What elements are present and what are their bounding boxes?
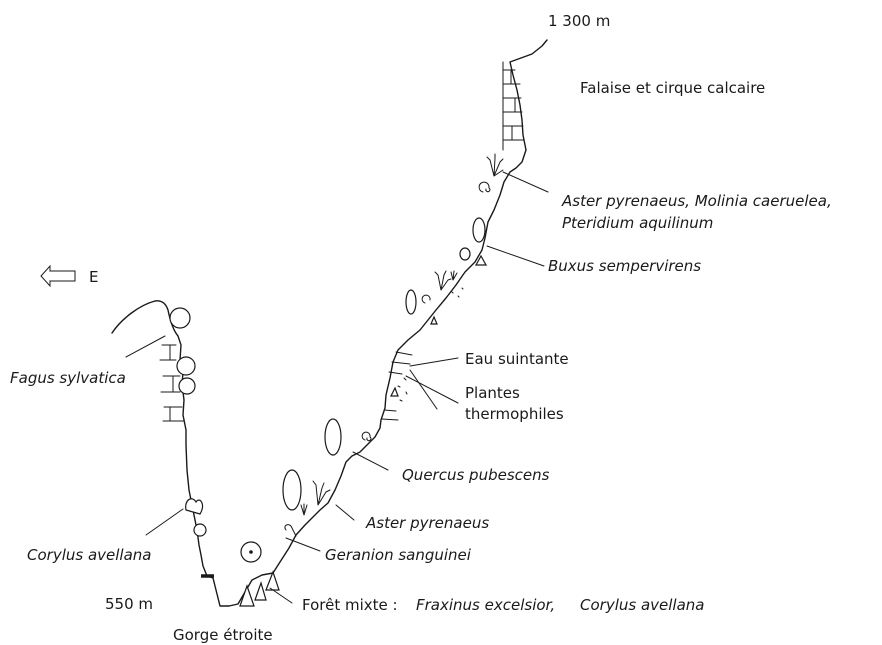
foret-prefix: Forêt mixte : <box>302 596 398 614</box>
altitude-top-label: 1 300 m <box>548 12 610 30</box>
fraxinus-label: Fraxinus excelsior, <box>416 596 555 614</box>
gorge-tree-triangle-3 <box>265 570 280 591</box>
eau-suintante-label: Eau suintante <box>465 350 569 368</box>
mid-ledge-strata <box>381 351 413 421</box>
fagus-tree-3 <box>178 377 196 395</box>
left-cliff-strata <box>159 344 185 422</box>
fagus-tree-1 <box>169 307 191 329</box>
corylus-bush-left <box>193 523 207 537</box>
aster-molinia-label-line1: Aster pyrenaeus, Molinia caeruelea, <box>561 192 832 210</box>
rock-triangle-mid <box>390 386 399 397</box>
buxus-plant-1 <box>421 294 431 304</box>
upper-shrub <box>472 217 486 243</box>
corylus-left-label: Corylus avellana <box>27 546 151 564</box>
aster-label: Aster pyrenaeus <box>365 514 489 532</box>
gorge-tree-triangle-1 <box>239 584 255 607</box>
gorge-tree-triangle-2 <box>254 581 267 601</box>
cliff-label: Falaise et cirque calcaire <box>580 79 765 97</box>
altitude-bottom-label: 550 m <box>105 595 153 613</box>
pteridium-spiral <box>478 181 491 193</box>
geranion-plant <box>284 524 297 537</box>
quercus-tree <box>324 418 342 456</box>
aster-molinia-label-line2: Pteridium aquilinum <box>562 214 713 232</box>
foret-mixte-label: Forêt mixte : <box>302 596 398 614</box>
east-direction-indicator: E <box>40 264 98 288</box>
buxus-shrub-1 <box>405 289 417 315</box>
aster-plant-upper <box>486 153 504 177</box>
corylus-shrub-left <box>185 498 204 515</box>
rock-triangle-upper <box>430 315 438 325</box>
vegetation-symbols <box>169 153 504 607</box>
geranion-label: Geranion sanguinei <box>325 546 472 564</box>
fagus-tree-2 <box>176 356 196 376</box>
grass-tuft-buxus <box>450 270 458 281</box>
quercus-label: Quercus pubescens <box>402 466 550 484</box>
right-cliff-strata <box>502 61 525 151</box>
grass-tuft-lower <box>300 503 308 516</box>
aster-plant-lower <box>312 480 331 506</box>
direction-label: E <box>89 268 98 286</box>
left-arrow-icon <box>40 264 76 288</box>
plantes-label-line2: thermophiles <box>465 405 564 423</box>
buxus-dots <box>451 287 464 298</box>
buxus-plant-2 <box>434 270 452 291</box>
plantes-label-line1: Plantes <box>465 384 520 402</box>
buxus-shrub-2 <box>459 247 471 261</box>
right-slope-outline <box>228 39 548 607</box>
terrain-profile <box>111 39 548 607</box>
fagus-label: Fagus sylvatica <box>10 369 126 387</box>
thermophile-dots <box>397 377 408 402</box>
leader-lines <box>125 171 549 604</box>
quercus-spiral <box>361 431 372 442</box>
buxus-label: Buxus sempervirens <box>548 257 701 275</box>
lower-slope-tree <box>282 469 302 511</box>
corylus-foret-label: Corylus avellana <box>580 596 704 614</box>
gorge-label: Gorge étroite <box>173 626 273 644</box>
buxus-triangle <box>474 254 488 266</box>
